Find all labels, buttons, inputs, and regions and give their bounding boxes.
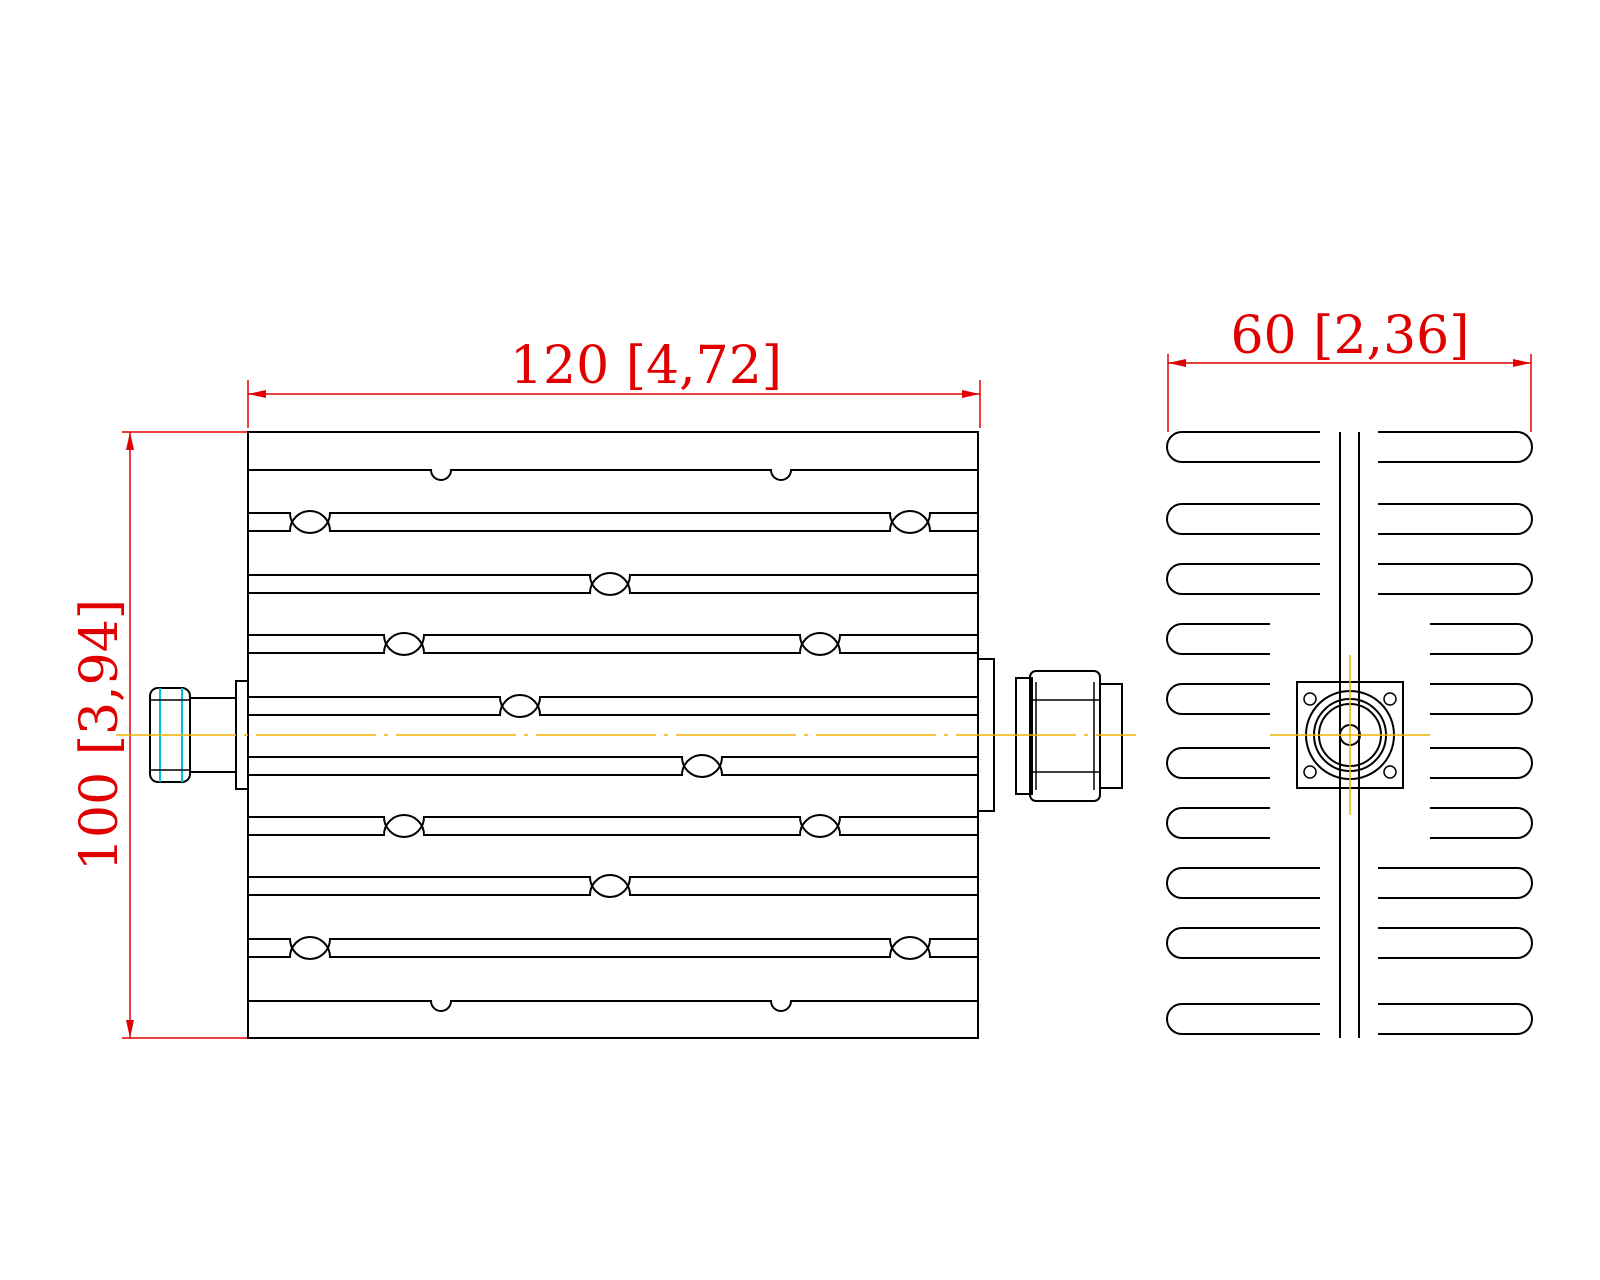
end-fin-right [1378,927,1533,959]
end-fin-right [1378,867,1533,899]
end-fin-left [1166,807,1270,839]
fin-groove-line [248,634,978,656]
end-fin-left [1166,563,1320,595]
end-view: 60 [2,36] [1166,306,1533,1038]
fin-groove-line [248,876,978,898]
end-fin-right [1430,623,1533,655]
end-fin-left [1166,927,1320,959]
fin-groove-line [248,696,978,718]
end-fin-right [1378,1003,1533,1035]
end-fin-right [1378,431,1533,463]
end-fin-right [1430,747,1533,779]
fin-groove-line [248,756,978,778]
length-dimension-label: 120 [4,72] [510,336,782,396]
fin-groove-line [248,574,978,596]
end-fin-left [1166,503,1320,535]
fin-groove-line [248,572,978,594]
fin-groove-line [248,816,978,838]
fin-groove-line [248,510,978,532]
end-fin-left [1166,867,1320,899]
fin-groove-line [248,938,978,960]
fin-groove-line [248,814,978,836]
end-fin-right [1430,683,1533,715]
fin-groove-line [248,874,978,896]
fin-groove-line [248,936,978,958]
fin-groove-line [248,512,978,534]
end-fin-left [1166,683,1270,715]
end-fin-right [1430,807,1533,839]
end-fin-left [1166,747,1270,779]
fin-groove-line [248,754,978,776]
end-fin-left [1166,623,1270,655]
fin-groove-line [248,1000,978,1012]
width-dimension: 60 [2,36] [1167,306,1532,432]
fin-groove-line [248,469,978,481]
end-fin-right [1378,503,1533,535]
length-dimension: 120 [4,72] [247,336,981,428]
side-view: 120 [4,72] 100 [3,94] [70,336,1136,1039]
end-fin-right [1378,563,1533,595]
fin-groove-line [248,694,978,716]
fin-grooves [248,469,978,1012]
end-fin-left [1166,1003,1320,1035]
heatsink-profile [1166,431,1533,1038]
fin-groove-line [248,632,978,654]
end-fin-left [1166,431,1320,463]
width-dimension-label: 60 [2,36] [1230,306,1469,366]
